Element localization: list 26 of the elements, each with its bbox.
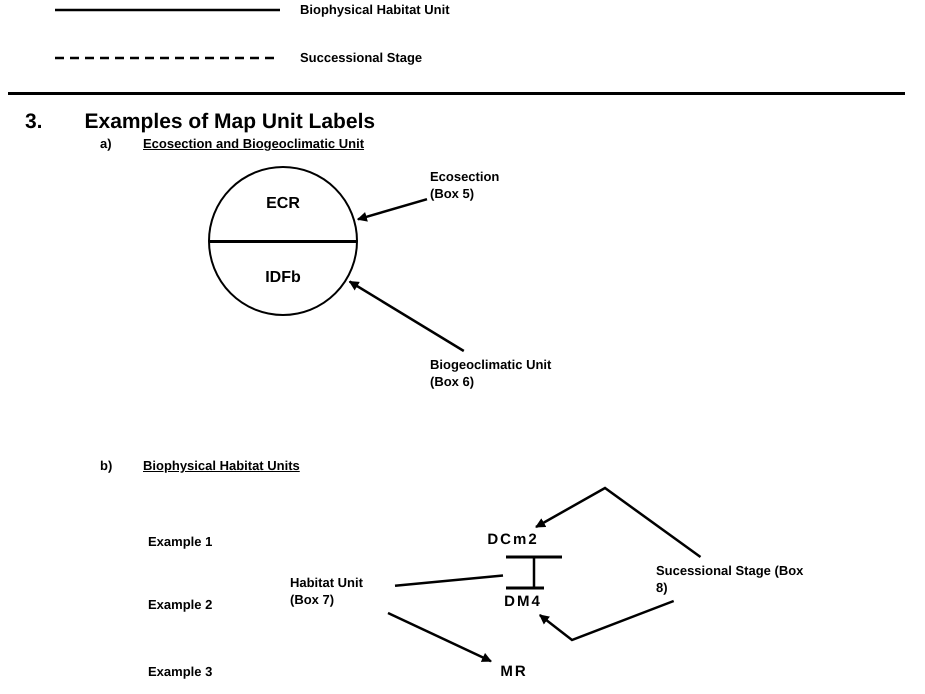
callout-text: Sucessional Stage (Box 8): [656, 562, 804, 596]
unit-code: ECR: [266, 194, 300, 214]
arrow: [348, 280, 464, 352]
example-label: Example 2: [148, 596, 212, 614]
section-title: 3. Examples of Map Unit Labels: [25, 109, 376, 135]
subsection-heading: Ecosection and Biogeoclimatic Unit: [143, 135, 364, 153]
arrow: [535, 486, 702, 558]
unit-code: DM4: [503, 592, 543, 612]
legend-text: Biophysical Habitat Unit: [300, 1, 450, 19]
example-label: Example 3: [148, 663, 212, 681]
section-letter: b): [100, 457, 112, 475]
legend-text: Successional Stage: [300, 49, 422, 67]
example-label: Example 1: [148, 533, 212, 551]
unit-code: IDFb: [265, 268, 301, 288]
callout-text: Ecosection (Box 5): [430, 168, 500, 202]
callout-text: Biogeoclimatic Unit (Box 6): [430, 356, 552, 390]
unit-code: DCm2: [486, 530, 540, 550]
unit-code: MR: [499, 662, 529, 682]
section-letter: a): [100, 135, 112, 153]
arrow: [539, 600, 674, 642]
arrow: [387, 612, 492, 662]
callout-text: Habitat Unit (Box 7): [290, 574, 364, 608]
arrow: [356, 198, 428, 222]
connector-line: [394, 574, 504, 588]
subsection-heading: Biophysical Habitat Units: [143, 457, 300, 475]
habitat-separator-symbol: [506, 555, 562, 590]
